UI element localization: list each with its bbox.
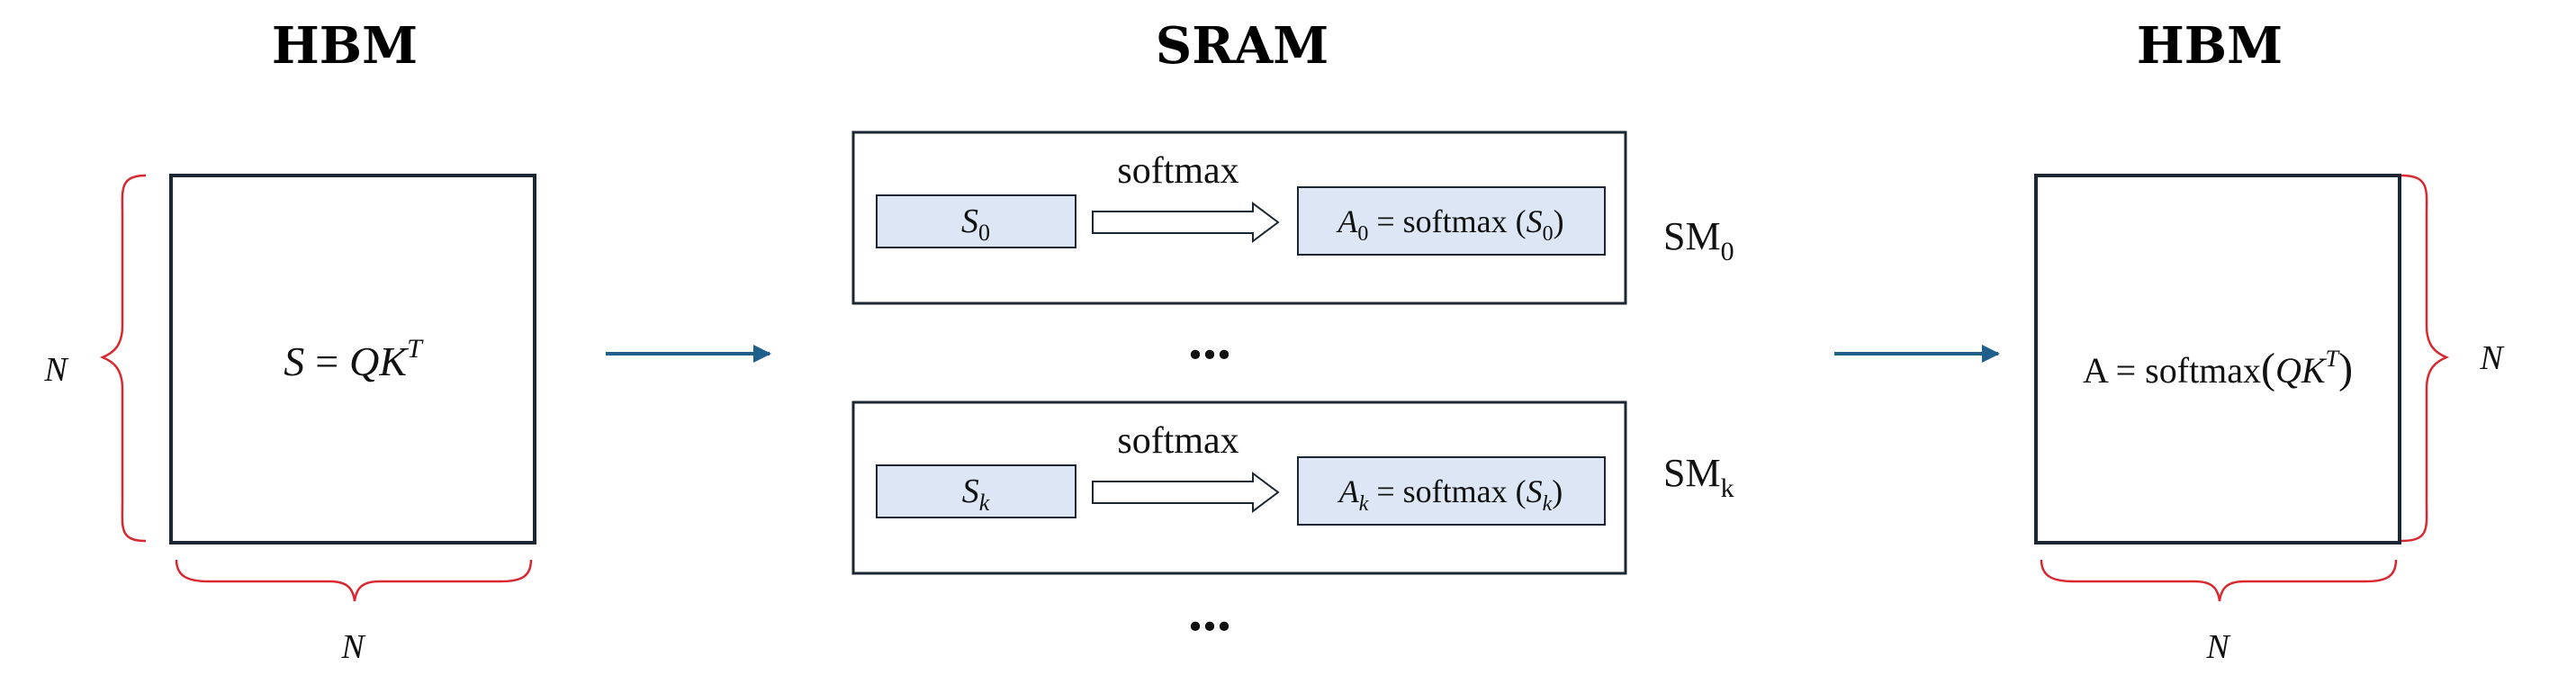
sram-block-k-input-var: S — [962, 472, 979, 510]
sram-block-0-out-eq: = softmax ( — [1368, 203, 1526, 239]
sram-block-0-out-sub: 0 — [1357, 222, 1368, 246]
sram-block-k-output: Ak = softmax (Sk) — [1338, 473, 1563, 516]
right-matrix-close: ) — [2338, 345, 2353, 392]
sram-block-k-out-eq: = softmax ( — [1368, 473, 1526, 509]
sram-block-k-output-box — [1297, 456, 1606, 526]
sram-block-k-op-arrow — [1092, 472, 1280, 513]
sram-block-0-out-close: ) — [1554, 203, 1564, 239]
left-matrix-label: S=QKT — [284, 334, 424, 384]
sram-block-k-input-box — [876, 464, 1076, 518]
right-matrix-prefix: A = softmax — [2083, 350, 2261, 391]
heading-hbm-left: HBM — [272, 16, 418, 76]
left-bottom-dim: N — [340, 628, 366, 666]
left-matrix-rhs: QK — [349, 338, 409, 384]
right-matrix-box — [2034, 174, 2401, 544]
right-side-dim: N — [2479, 339, 2505, 377]
sram-block-k-sm-sub: k — [1721, 473, 1734, 503]
sram-block-k-op-label: softmax — [1117, 420, 1238, 462]
left-matrix-eq: = — [315, 338, 338, 384]
sram-block-0-op-label: softmax — [1117, 150, 1238, 192]
left-side-brace — [99, 174, 147, 543]
sram-block-0-output: A0 = softmax (S0) — [1336, 203, 1563, 246]
ellipsis-middle: ... — [1188, 307, 1231, 371]
sram-block-0-input: S0 — [961, 202, 990, 246]
sram-block-0-input-sub: 0 — [978, 220, 990, 246]
heading-hbm-right: HBM — [2137, 16, 2283, 76]
sram-block-0-sm-sub: 0 — [1721, 237, 1734, 266]
sram-block-0-out-arg: S — [1527, 203, 1543, 239]
left-bottom-brace — [175, 559, 533, 602]
sram-block-k-sm: SMk — [1663, 451, 1734, 503]
right-side-brace — [2400, 174, 2450, 543]
left-matrix-lhs: S — [284, 338, 304, 384]
sram-block-k-sm-base: SM — [1663, 451, 1721, 495]
sram-block-k-input-sub: k — [979, 490, 990, 516]
right-matrix-sup: T — [2326, 346, 2340, 372]
sram-block-k-out-arg: S — [1527, 473, 1543, 509]
sram-block-0-input-var: S — [961, 202, 978, 240]
right-bottom-brace — [2040, 559, 2398, 602]
sram-block-k-input: Sk — [962, 472, 990, 516]
sram-block-0-op-arrow — [1092, 202, 1280, 243]
sram-block-k-out-arg-sub: k — [1543, 492, 1553, 516]
sram-block-k: Sk softmax Ak = softmax (Sk) SMk — [851, 400, 1734, 575]
sram-block-0-output-box — [1297, 186, 1606, 256]
right-matrix-label: A = softmax(QKT) — [2083, 345, 2353, 392]
left-matrix-sup: T — [407, 334, 424, 364]
sram-block-0-input-box — [876, 194, 1076, 248]
sram-block-0-out-arg-sub: 0 — [1543, 222, 1554, 246]
sram-block-0: S0 softmax A0 = softmax (S0) SM0 — [851, 130, 1734, 305]
right-matrix-arg: QK — [2275, 350, 2328, 391]
sram-block-0-sm: SM0 — [1663, 214, 1734, 266]
left-matrix-box — [169, 174, 536, 544]
sram-block-0-sm-base: SM — [1663, 214, 1721, 258]
right-matrix-open: ( — [2261, 345, 2275, 392]
sram-block-k-out-var: A — [1338, 473, 1360, 509]
ellipsis-bottom: ... — [1188, 579, 1231, 643]
left-side-dim: N — [43, 351, 69, 389]
sram-block-k-out-sub: k — [1359, 492, 1369, 516]
right-bottom-dim: N — [2205, 628, 2231, 666]
sram-block-k-out-close: ) — [1552, 473, 1563, 509]
sram-block-0-out-var: A — [1336, 203, 1358, 239]
heading-sram: SRAM — [1156, 16, 1329, 76]
